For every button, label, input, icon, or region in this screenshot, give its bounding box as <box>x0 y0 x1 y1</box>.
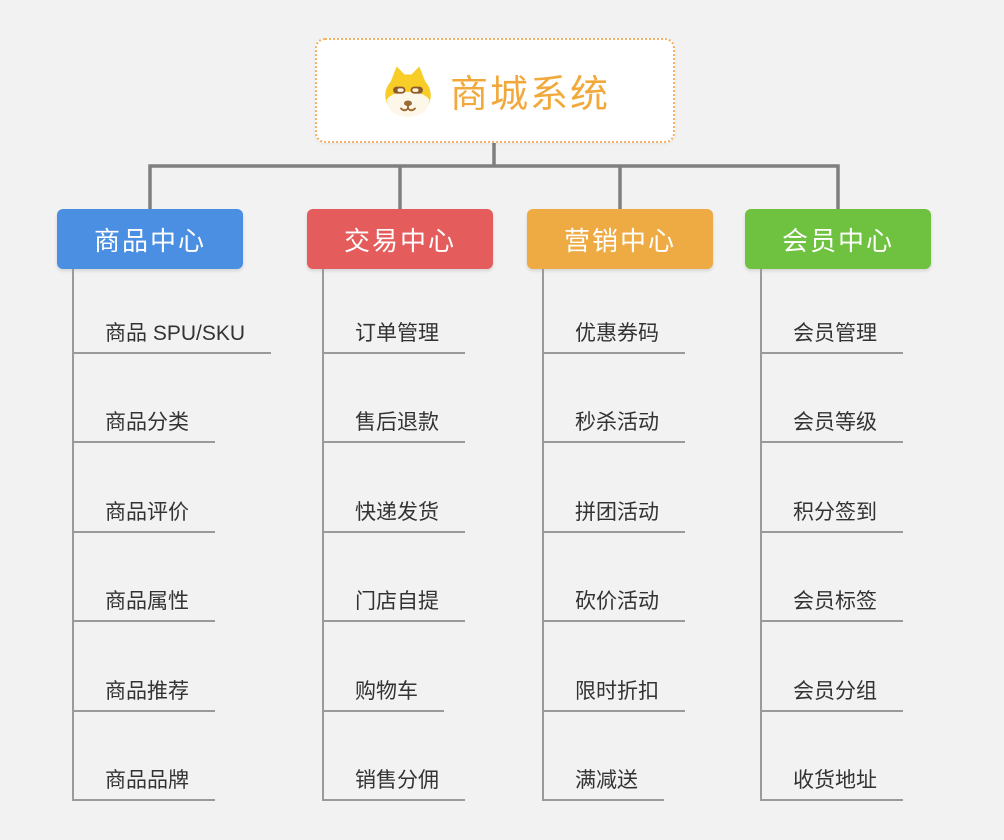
mindmap-item[interactable]: 销售分佣 <box>322 759 465 801</box>
root-title: 商城系统 <box>449 74 610 116</box>
branch-box-3[interactable]: 营销中心 <box>527 209 713 269</box>
mindmap-item[interactable]: 会员分组 <box>760 670 903 712</box>
mindmap-item[interactable]: 商品评价 <box>72 491 215 533</box>
mindmap-item[interactable]: 门店自提 <box>322 580 465 623</box>
branch-column-line <box>72 269 74 801</box>
mindmap-item[interactable]: 优惠券码 <box>542 312 685 354</box>
branch-box-2[interactable]: 交易中心 <box>307 209 493 269</box>
shiba-dog-icon <box>380 63 436 119</box>
mindmap-item[interactable]: 订单管理 <box>322 312 465 354</box>
root-node[interactable]: 商城系统 <box>315 38 675 143</box>
mindmap-item[interactable]: 购物车 <box>322 670 444 712</box>
mindmap-item[interactable]: 积分签到 <box>760 491 903 533</box>
mindmap-item[interactable]: 满减送 <box>542 759 664 801</box>
mindmap-item[interactable]: 会员管理 <box>760 312 903 354</box>
mindmap-item[interactable]: 砍价活动 <box>542 580 685 623</box>
mindmap-item[interactable]: 商品 SPU/SKU <box>72 312 272 354</box>
mindmap-item[interactable]: 限时折扣 <box>542 670 685 712</box>
mindmap-item[interactable]: 会员等级 <box>760 401 903 444</box>
mindmap-item[interactable]: 会员标签 <box>760 580 903 623</box>
mindmap-item[interactable]: 快递发货 <box>322 491 465 533</box>
mindmap-item[interactable]: 商品推荐 <box>72 670 215 712</box>
branch-column-line <box>322 269 324 801</box>
mindmap-item[interactable]: 商品分类 <box>72 401 215 444</box>
branch-column-line <box>760 269 762 801</box>
branch-box-4[interactable]: 会员中心 <box>745 209 931 269</box>
mindmap-item[interactable]: 商品品牌 <box>72 759 215 801</box>
mindmap-item[interactable]: 秒杀活动 <box>542 401 685 444</box>
mindmap-item[interactable]: 收货地址 <box>760 759 903 801</box>
mindmap-item[interactable]: 商品属性 <box>72 580 215 623</box>
mindmap-item[interactable]: 售后退款 <box>322 401 465 444</box>
mindmap-item[interactable]: 拼团活动 <box>542 491 685 533</box>
branch-column-line <box>542 269 544 801</box>
branch-box-1[interactable]: 商品中心 <box>57 209 243 269</box>
